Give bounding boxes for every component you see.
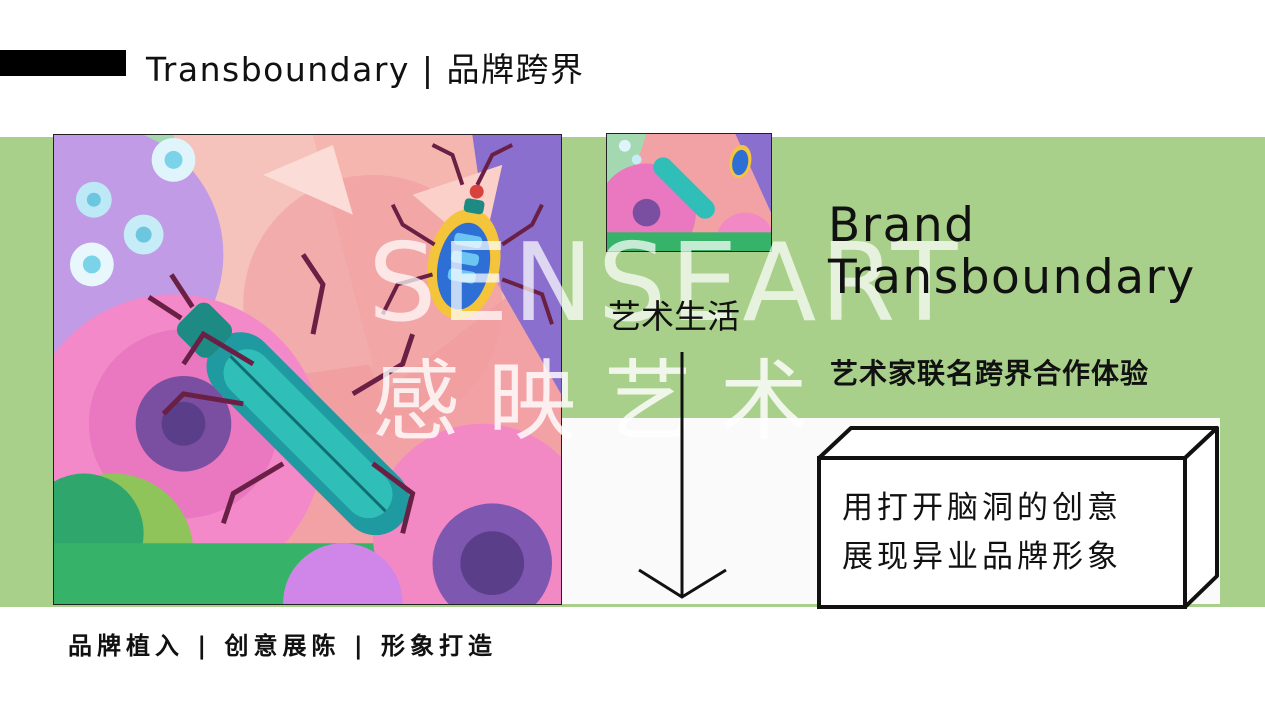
beetle-thumbnail-illustration [607, 134, 771, 251]
art-life-label: 艺术生活 [608, 297, 740, 336]
beetle-illustration [54, 135, 561, 604]
watermark-english: SENSEART [368, 221, 962, 346]
box-text: 用打开脑洞的创意 展现异业品牌形象 [842, 484, 1122, 582]
box-text-line1: 用打开脑洞的创意 [842, 490, 1122, 526]
beetle-artwork-thumbnail [606, 133, 772, 252]
3d-text-box [817, 426, 1219, 609]
tagline: 品牌植入 | 创意展陈 | 形象打造 [68, 632, 497, 660]
beetle-artwork-main [53, 134, 562, 605]
box-text-line2: 展现异业品牌形象 [842, 539, 1122, 575]
brand-title-line1: Brand [828, 198, 976, 253]
down-arrow-icon [638, 352, 727, 599]
brand-title: Brand Transboundary [828, 200, 1196, 304]
header-accent-bar [0, 50, 126, 76]
brand-subtitle: 艺术家联名跨界合作体验 [830, 357, 1150, 390]
watermark-chinese: 感 映 艺 术 [372, 350, 808, 453]
page-title: Transboundary | 品牌跨界 [146, 50, 585, 89]
brand-title-line2: Transboundary [828, 250, 1196, 305]
